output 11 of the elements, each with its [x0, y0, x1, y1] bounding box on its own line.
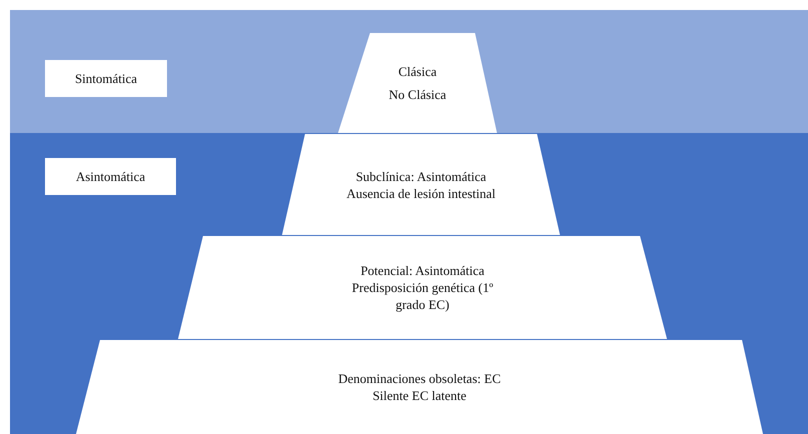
- level-text: Potencial: Asintomática Predisposición genética (1º grado EC): [350, 262, 494, 313]
- level-text: Asintomática: [76, 168, 146, 185]
- label-box: [45, 60, 167, 97]
- trapezoid-level: [76, 340, 763, 434]
- level-text: Sintomática: [74, 70, 138, 87]
- level-text: No Clásica: [388, 86, 448, 103]
- trapezoid-level: [178, 236, 667, 339]
- label-box: [45, 158, 176, 195]
- level-text: Denominaciones obsoletas: EC Silente EC latente: [337, 370, 502, 404]
- level-text: Subclínica: Asintomática Ausencia de lesión intestinal: [345, 168, 497, 202]
- level-text: Clásica: [397, 63, 438, 80]
